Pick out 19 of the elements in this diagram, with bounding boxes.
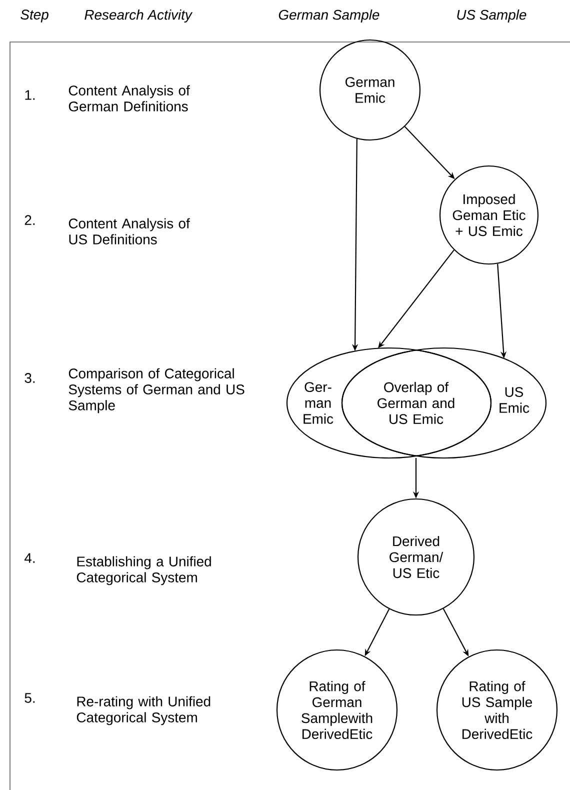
activity-label: Establishing a Unified Categorical System <box>76 556 211 586</box>
activity-label: Content Analysis of German Definitions <box>68 85 190 112</box>
circle-node: Imposed Geman Etic + US Emic <box>439 165 539 265</box>
step-number: 3. <box>24 373 35 383</box>
activity-label: Comparison of Categorical Systems of German and US Sample <box>68 368 244 414</box>
circle-node: Rating of US Sample with DerivedEtic <box>436 649 558 771</box>
circle-node: Derived German/ US Etic <box>357 498 475 616</box>
activity-label: Content Analysis of US Definitions <box>68 218 190 244</box>
step-number: 4. <box>24 553 35 563</box>
activity-label: Re-rating with Unified Categorical System <box>76 696 210 726</box>
column-header: US Sample <box>457 10 526 22</box>
column-header: Research Activity <box>84 10 193 22</box>
column-header: Step <box>20 10 48 22</box>
column-header: German Sample <box>278 10 380 22</box>
circle-node: Rating of German Samplewith DerivedEtic <box>276 649 398 771</box>
step-number: 1. <box>25 90 35 100</box>
step-number: 5. <box>24 693 35 703</box>
circle-node: German Emic <box>319 39 421 141</box>
step-number: 2. <box>24 215 35 225</box>
